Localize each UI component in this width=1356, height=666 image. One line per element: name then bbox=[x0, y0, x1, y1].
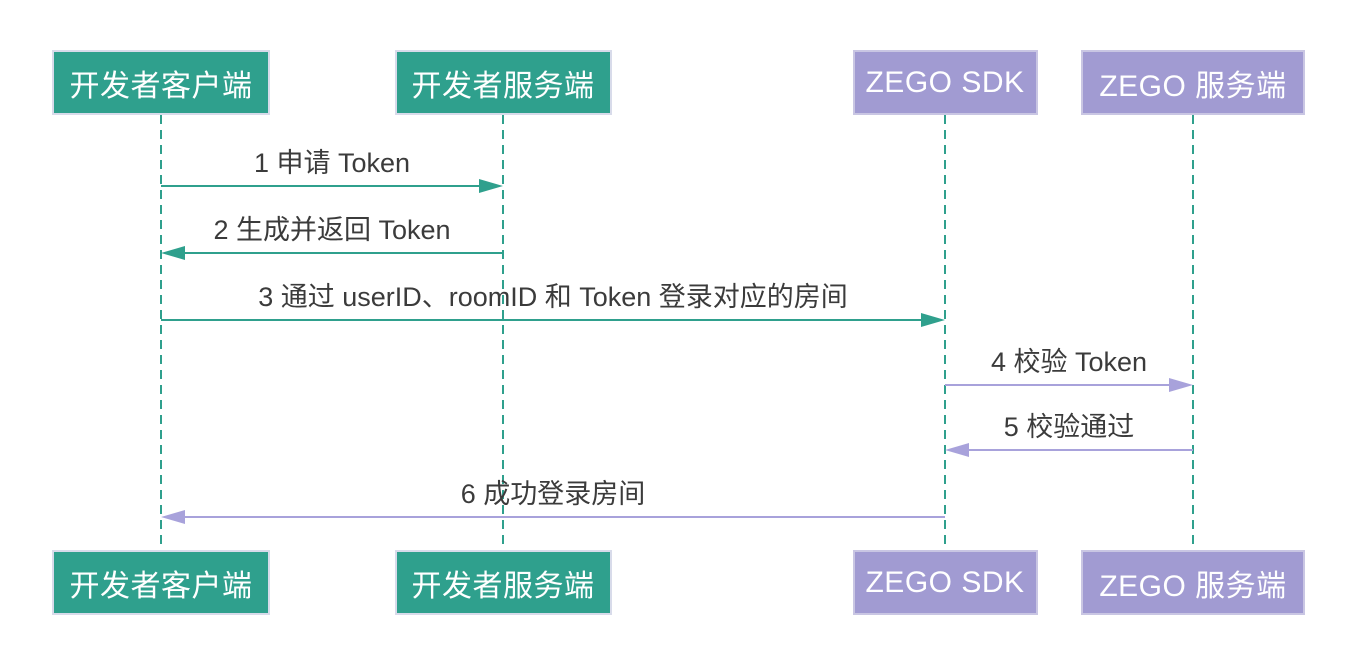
message-4-label: 4 校验 Token bbox=[990, 347, 1148, 377]
message-6-arrowhead-left bbox=[161, 510, 185, 524]
message-2-line bbox=[181, 252, 503, 254]
actor-dev-server-bottom: 开发者服务端 bbox=[394, 550, 612, 615]
lifeline-dev-client bbox=[160, 115, 162, 550]
actor-label: ZEGO SDK bbox=[865, 565, 1025, 599]
actor-label: 开发者客户端 bbox=[69, 69, 253, 103]
message-2-arrowhead-left bbox=[161, 246, 185, 260]
message-4-line bbox=[945, 384, 1173, 386]
actor-dev-server-top: 开发者服务端 bbox=[394, 50, 612, 115]
message-4-arrowhead-right bbox=[1169, 378, 1193, 392]
actor-dev-client-bottom: 开发者客户端 bbox=[52, 550, 270, 615]
message-1-label: 1 申请 Token bbox=[253, 148, 411, 178]
lifeline-zego-sdk bbox=[944, 115, 946, 550]
actor-dev-client-top: 开发者客户端 bbox=[52, 50, 270, 115]
message-3-label: 3 通过 userID、roomID 和 Token 登录对应的房间 bbox=[258, 282, 848, 312]
message-1-line bbox=[161, 185, 483, 187]
actor-zego-server-bottom: ZEGO 服务端 bbox=[1081, 550, 1305, 615]
lifeline-dev-server bbox=[502, 115, 504, 550]
actor-label: ZEGO 服务端 bbox=[1099, 69, 1287, 103]
message-5-label: 5 校验通过 bbox=[1003, 412, 1135, 442]
message-5-line bbox=[965, 449, 1193, 451]
message-3-line bbox=[161, 319, 925, 321]
message-5-arrowhead-left bbox=[945, 443, 969, 457]
actor-label: ZEGO SDK bbox=[865, 65, 1025, 99]
actor-label: ZEGO 服务端 bbox=[1099, 569, 1287, 603]
actor-zego-sdk-bottom: ZEGO SDK bbox=[852, 550, 1038, 615]
actor-zego-server-top: ZEGO 服务端 bbox=[1081, 50, 1305, 115]
message-2-label: 2 生成并返回 Token bbox=[213, 215, 451, 245]
message-6-line bbox=[181, 516, 945, 518]
lifeline-zego-server bbox=[1192, 115, 1194, 550]
actor-label: 开发者客户端 bbox=[69, 569, 253, 603]
message-1-arrowhead-right bbox=[479, 179, 503, 193]
actor-label: 开发者服务端 bbox=[411, 569, 595, 603]
actor-zego-sdk-top: ZEGO SDK bbox=[852, 50, 1038, 115]
message-3-arrowhead-right bbox=[921, 313, 945, 327]
actor-label: 开发者服务端 bbox=[411, 69, 595, 103]
message-6-label: 6 成功登录房间 bbox=[460, 479, 646, 509]
